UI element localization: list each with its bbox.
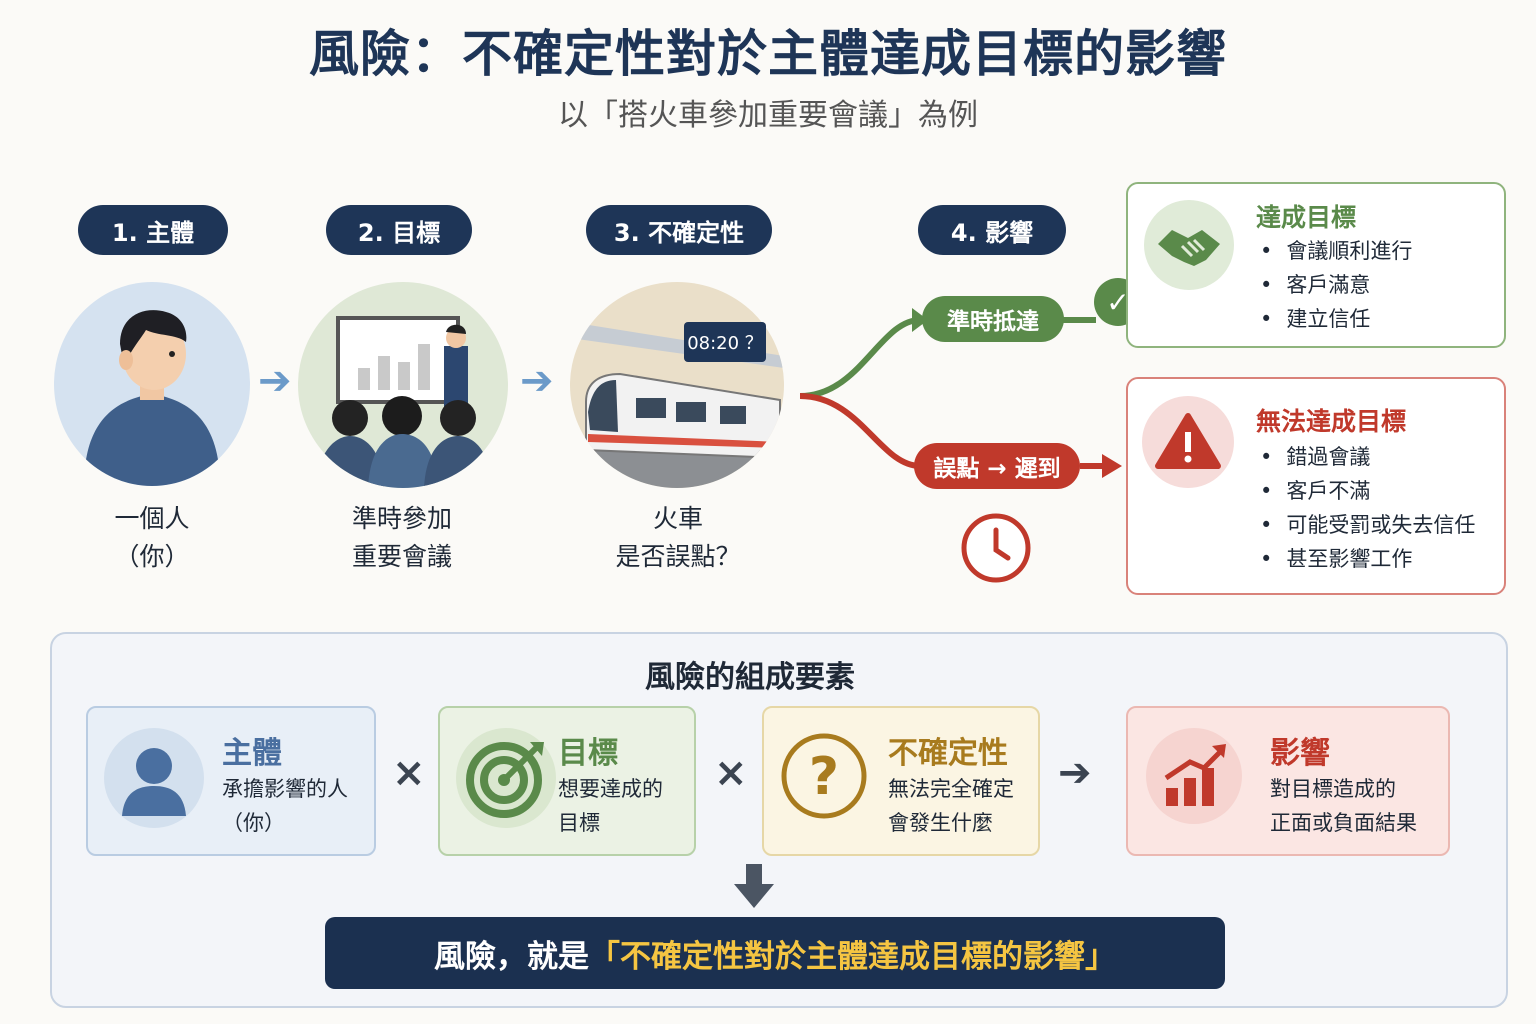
user-icon	[104, 728, 204, 828]
definition-banner: 風險，就是「不確定性對於主體達成目標的影響」	[325, 917, 1225, 989]
step-pill-uncertainty: 3. 不確定性	[586, 205, 772, 255]
handshake-icon	[1144, 200, 1234, 290]
banner-prefix: 風險，就是	[434, 938, 589, 975]
fail-list: 錯過會議 客戶不滿 可能受罰或失去信任 甚至影響工作	[1260, 440, 1475, 576]
list-item: 客戶不滿	[1260, 474, 1475, 508]
card-uncertainty-desc: 無法完全確定 會發生什麼	[888, 777, 1014, 835]
step-caption-goal: 準時參加 重要會議	[351, 504, 452, 571]
list-item: 可能受罰或失去信任	[1260, 508, 1475, 542]
fail-title: 無法達成目標	[1256, 407, 1407, 436]
meeting-illustration	[298, 282, 508, 488]
banner-highlight: 「不確定性對於主體達成目標的影響」	[589, 938, 1116, 975]
target-icon	[456, 728, 556, 828]
branch-arrows	[799, 308, 1122, 478]
svg-text:?: ?	[809, 747, 839, 807]
card-subject-title: 主體	[222, 736, 282, 771]
clock-icon	[960, 512, 1032, 584]
times-operator-1: ×	[392, 750, 426, 796]
list-item: 客戶滿意	[1260, 268, 1412, 302]
success-list: 會議順利進行 客戶滿意 建立信任	[1260, 234, 1412, 336]
page-title: 風險：不確定性對於主體達成目標的影響	[309, 25, 1227, 83]
step-pill-impact: 4. 影響	[918, 205, 1066, 255]
list-item: 錯過會議	[1260, 440, 1475, 474]
person-illustration	[54, 282, 250, 486]
train-illustration	[570, 282, 784, 488]
flow-arrow-1: ➔	[258, 358, 292, 404]
question-icon: ?	[776, 728, 872, 824]
result-arrow: ➔	[1058, 750, 1092, 796]
page-subtitle: 以「搭火車參加重要會議」為例	[558, 98, 978, 133]
times-operator-2: ×	[714, 750, 748, 796]
chart-up-icon	[1146, 728, 1242, 824]
card-goal-desc: 想要達成的 目標	[558, 777, 663, 835]
list-item: 建立信任	[1260, 302, 1412, 336]
success-title: 達成目標	[1256, 203, 1357, 232]
step-pill-goal: 2. 目標	[326, 205, 472, 255]
card-uncertainty-title: 不確定性	[888, 736, 1008, 771]
warning-icon	[1142, 396, 1234, 488]
departure-sign: 08:20 ？	[684, 322, 766, 362]
card-impact-desc: 對目標造成的 正面或負面結果	[1270, 777, 1417, 835]
card-subject-desc: 承擔影響的人 （你）	[222, 777, 348, 835]
list-item: 甚至影響工作	[1260, 542, 1475, 576]
step-caption-uncertainty: 火車 是否誤點？	[615, 504, 741, 571]
step-caption-subject: 一個人 （你）	[114, 504, 190, 571]
down-arrow-icon	[734, 864, 774, 908]
list-item: 會議順利進行	[1260, 234, 1412, 268]
components-title: 風險的組成要素	[645, 660, 855, 695]
delay-pill: 誤點 → 遲到	[914, 443, 1080, 489]
flow-arrow-2: ➔	[520, 358, 554, 404]
on-time-pill: 準時抵達	[922, 296, 1064, 342]
card-impact-title: 影響	[1270, 736, 1330, 771]
step-pill-subject: 1. 主體	[78, 205, 228, 255]
card-goal-title: 目標	[558, 736, 618, 771]
